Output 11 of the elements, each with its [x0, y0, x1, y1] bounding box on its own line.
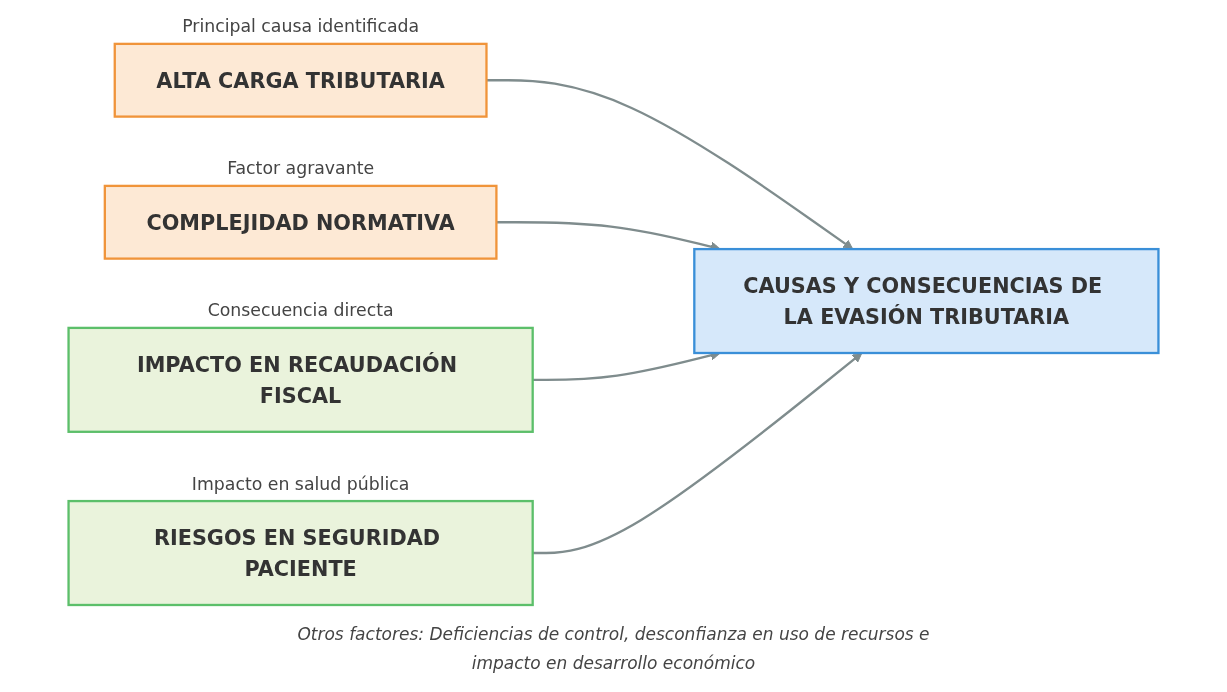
- arrow: [486, 79, 854, 250]
- node-box: RIESGOS EN SEGURIDAD PACIENTE: [67, 499, 534, 607]
- node-box: ALTA CARGA TRIBUTARIA: [113, 42, 488, 118]
- node-annotation: Impacto en salud pública: [191, 473, 410, 494]
- node-annotation: Factor agravante: [227, 158, 375, 179]
- node-annotation: Consecuencia directa: [207, 300, 394, 321]
- node-box: COMPLEJIDAD NORMATIVA: [103, 184, 498, 260]
- node-annotation: Principal causa identificada: [182, 16, 420, 37]
- node-box: CAUSAS Y CONSECUENCIAS DE LA EVASIÓN TRIBUTARIA: [693, 247, 1160, 355]
- node-box: IMPACTO EN RECAUDACIÓN FISCAL: [67, 326, 534, 433]
- caption: Otros factores: Deficiencias de control, desconfianza en uso de recursos e impacto en desarrollo económico: [296, 623, 931, 676]
